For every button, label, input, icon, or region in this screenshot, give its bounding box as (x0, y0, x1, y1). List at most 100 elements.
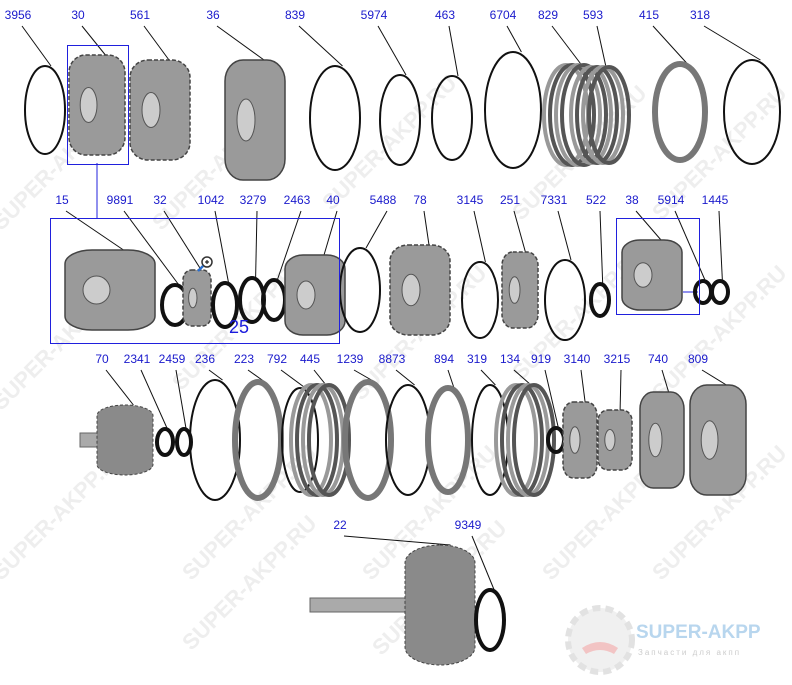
part-label-415[interactable]: 415 (638, 8, 660, 22)
leader-line-463 (448, 25, 459, 77)
part-label-792[interactable]: 792 (266, 352, 288, 366)
logo-gear-icon (565, 605, 635, 675)
leader-line-919 (544, 369, 559, 429)
leader-line-236 (208, 369, 223, 381)
leader-line-9891 (123, 210, 180, 286)
part-label-463[interactable]: 463 (434, 8, 456, 22)
part-label-5974[interactable]: 5974 (360, 8, 388, 22)
part-3956 (24, 65, 66, 155)
part-30-hub (79, 87, 98, 123)
part-label-38[interactable]: 38 (625, 193, 639, 207)
part-label-9891[interactable]: 9891 (106, 193, 134, 207)
part-label-919[interactable]: 919 (530, 352, 552, 366)
part-label-236[interactable]: 236 (194, 352, 216, 366)
leader-line-809 (701, 369, 727, 386)
part-740-hub (648, 422, 663, 458)
part-label-9349[interactable]: 9349 (454, 518, 482, 532)
part-label-70[interactable]: 70 (95, 352, 109, 366)
part-label-593[interactable]: 593 (582, 8, 604, 22)
part-5488 (339, 247, 381, 333)
leader-line-15 (65, 210, 124, 251)
part-2341 (155, 427, 175, 457)
part-label-445[interactable]: 445 (299, 352, 321, 366)
part-label-7331[interactable]: 7331 (540, 193, 568, 207)
part-label-894[interactable]: 894 (433, 352, 455, 366)
part-22 (404, 544, 476, 666)
part-1042 (211, 281, 239, 329)
part-label-223[interactable]: 223 (233, 352, 255, 366)
part-522 (589, 282, 611, 318)
leader-line-894 (447, 369, 455, 389)
logo-car-icon (582, 642, 618, 654)
part-label-839[interactable]: 839 (284, 8, 306, 22)
leader-line-2463 (276, 210, 302, 281)
part-label-561[interactable]: 561 (129, 8, 151, 22)
part-label-30[interactable]: 30 (71, 8, 85, 22)
part-label-32[interactable]: 32 (153, 193, 167, 207)
part-label-318[interactable]: 318 (689, 8, 711, 22)
part-label-8873[interactable]: 8873 (378, 352, 406, 366)
part-label-36[interactable]: 36 (206, 8, 220, 22)
assembly-box-25[interactable] (50, 218, 340, 344)
leader-line-134 (513, 369, 532, 386)
part-9349 (474, 588, 506, 652)
part-label-3215[interactable]: 3215 (603, 352, 631, 366)
leader-line-1445 (718, 210, 723, 282)
part-label-1445[interactable]: 1445 (701, 193, 729, 207)
part-label-2463[interactable]: 2463 (283, 193, 311, 207)
part-label-15[interactable]: 15 (55, 193, 69, 207)
part-label-78[interactable]: 78 (413, 193, 427, 207)
assembly-label[interactable]: 25 (229, 317, 250, 337)
part-label-3145[interactable]: 3145 (456, 193, 484, 207)
part-label-5914[interactable]: 5914 (657, 193, 685, 207)
part-6704 (484, 51, 542, 169)
part-445-plate (307, 383, 351, 497)
part-label-5488[interactable]: 5488 (369, 193, 397, 207)
part-label-2459[interactable]: 2459 (158, 352, 186, 366)
part-38-hub (633, 262, 653, 288)
part-32-hub (188, 287, 198, 309)
part-label-3956[interactable]: 3956 (4, 8, 32, 22)
leader-line-1042 (214, 210, 230, 284)
part-label-2341[interactable]: 2341 (123, 352, 151, 366)
leader-line-6704 (506, 25, 522, 53)
leader-line-70 (105, 369, 134, 406)
logo-subtitle: Запчасти для акпп (638, 648, 742, 657)
part-label-319[interactable]: 319 (466, 352, 488, 366)
leader-line-318 (703, 25, 761, 61)
leader-line-38 (635, 210, 662, 241)
part-318 (723, 59, 781, 165)
part-label-40[interactable]: 40 (326, 193, 340, 207)
leader-line-561 (143, 25, 170, 61)
part-label-134[interactable]: 134 (499, 352, 521, 366)
magnifier-handle (197, 265, 204, 272)
leader-line-829 (551, 25, 582, 66)
part-label-3279[interactable]: 3279 (239, 193, 267, 207)
part-792 (281, 387, 319, 493)
leader-line-319 (480, 369, 496, 386)
assembly-box-30[interactable] (67, 45, 129, 165)
leader-line-2341 (140, 369, 168, 430)
part-3215-hub (604, 429, 616, 451)
part-label-522[interactable]: 522 (585, 193, 607, 207)
part-label-3140[interactable]: 3140 (563, 352, 591, 366)
part-label-251[interactable]: 251 (499, 193, 521, 207)
part-label-809[interactable]: 809 (687, 352, 709, 366)
part-829-plate (560, 63, 608, 167)
part-463 (431, 75, 473, 161)
part-label-740[interactable]: 740 (647, 352, 669, 366)
part-78-hub (401, 273, 421, 307)
leader-line-522 (599, 210, 604, 285)
leader-line-415 (652, 25, 688, 65)
part-label-1239[interactable]: 1239 (336, 352, 364, 366)
leader-line-445 (313, 369, 327, 386)
part-label-22[interactable]: 22 (333, 518, 347, 532)
part-label-6704[interactable]: 6704 (489, 8, 517, 22)
part-label-829[interactable]: 829 (537, 8, 559, 22)
part-label-1042[interactable]: 1042 (197, 193, 225, 207)
part-5974 (379, 74, 421, 166)
assembly-box-38[interactable] (616, 218, 700, 315)
part-134-plate (512, 383, 556, 497)
part-415 (652, 61, 708, 163)
